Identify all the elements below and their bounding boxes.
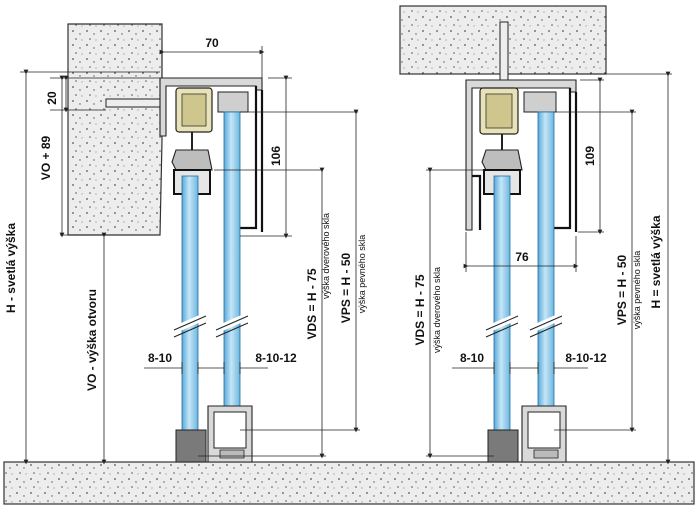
left-label-vds: VDS = H - 75 <box>305 268 319 339</box>
left-fixed-glass <box>223 111 241 431</box>
right-door-glass <box>493 175 511 457</box>
right-dim-height: 109 <box>583 146 597 166</box>
left-label-vps-sub: výška pevného skla <box>357 235 367 314</box>
left-label-vo: VO - výška otvoru <box>85 289 99 391</box>
left-label-vds-sub: výška dverového skla <box>321 213 331 299</box>
right-label-vds: VDS = H - 75 <box>413 274 427 345</box>
right-label-vps: VPS = H - 50 <box>615 254 629 325</box>
left-floor-guide <box>175 429 207 463</box>
right-fixed-glass <box>537 111 555 431</box>
right-label-vps-sub: výška pevného skla <box>632 251 642 330</box>
left-hanger <box>171 149 213 171</box>
left-label-vps: VPS = H - 50 <box>339 252 353 323</box>
left-gap-left: 8-10 <box>148 351 172 365</box>
right-label-h: H = svetlá výška <box>649 215 663 308</box>
right-section: 109 76 VDS = H - 75 výška dverového skla… <box>399 5 672 465</box>
left-door-glass <box>181 175 199 457</box>
right-hanger <box>481 149 523 171</box>
left-section: 70 20 VO + 89 H - svetlá výška VO - výšk… <box>4 23 367 465</box>
left-dim-width: 70 <box>205 36 219 50</box>
right-gap-left: 8-10 <box>460 351 484 365</box>
left-anchor-bolt <box>105 98 165 108</box>
left-dim-height: 106 <box>269 146 283 166</box>
left-label-h: H - svetlá výška <box>4 223 18 313</box>
left-dim-top: 20 <box>45 91 59 105</box>
right-dim-width: 76 <box>515 250 529 264</box>
left-wall <box>67 23 163 236</box>
right-gap-right: 8-10-12 <box>565 351 607 365</box>
left-gap-right: 8-10-12 <box>255 351 297 365</box>
right-anchor-bolt <box>499 21 509 81</box>
right-floor-guide <box>487 429 519 463</box>
floor-slab <box>3 461 695 505</box>
left-label-vo89: VO + 89 <box>39 136 53 181</box>
right-label-vds-sub: výška dverového skla <box>432 267 442 353</box>
